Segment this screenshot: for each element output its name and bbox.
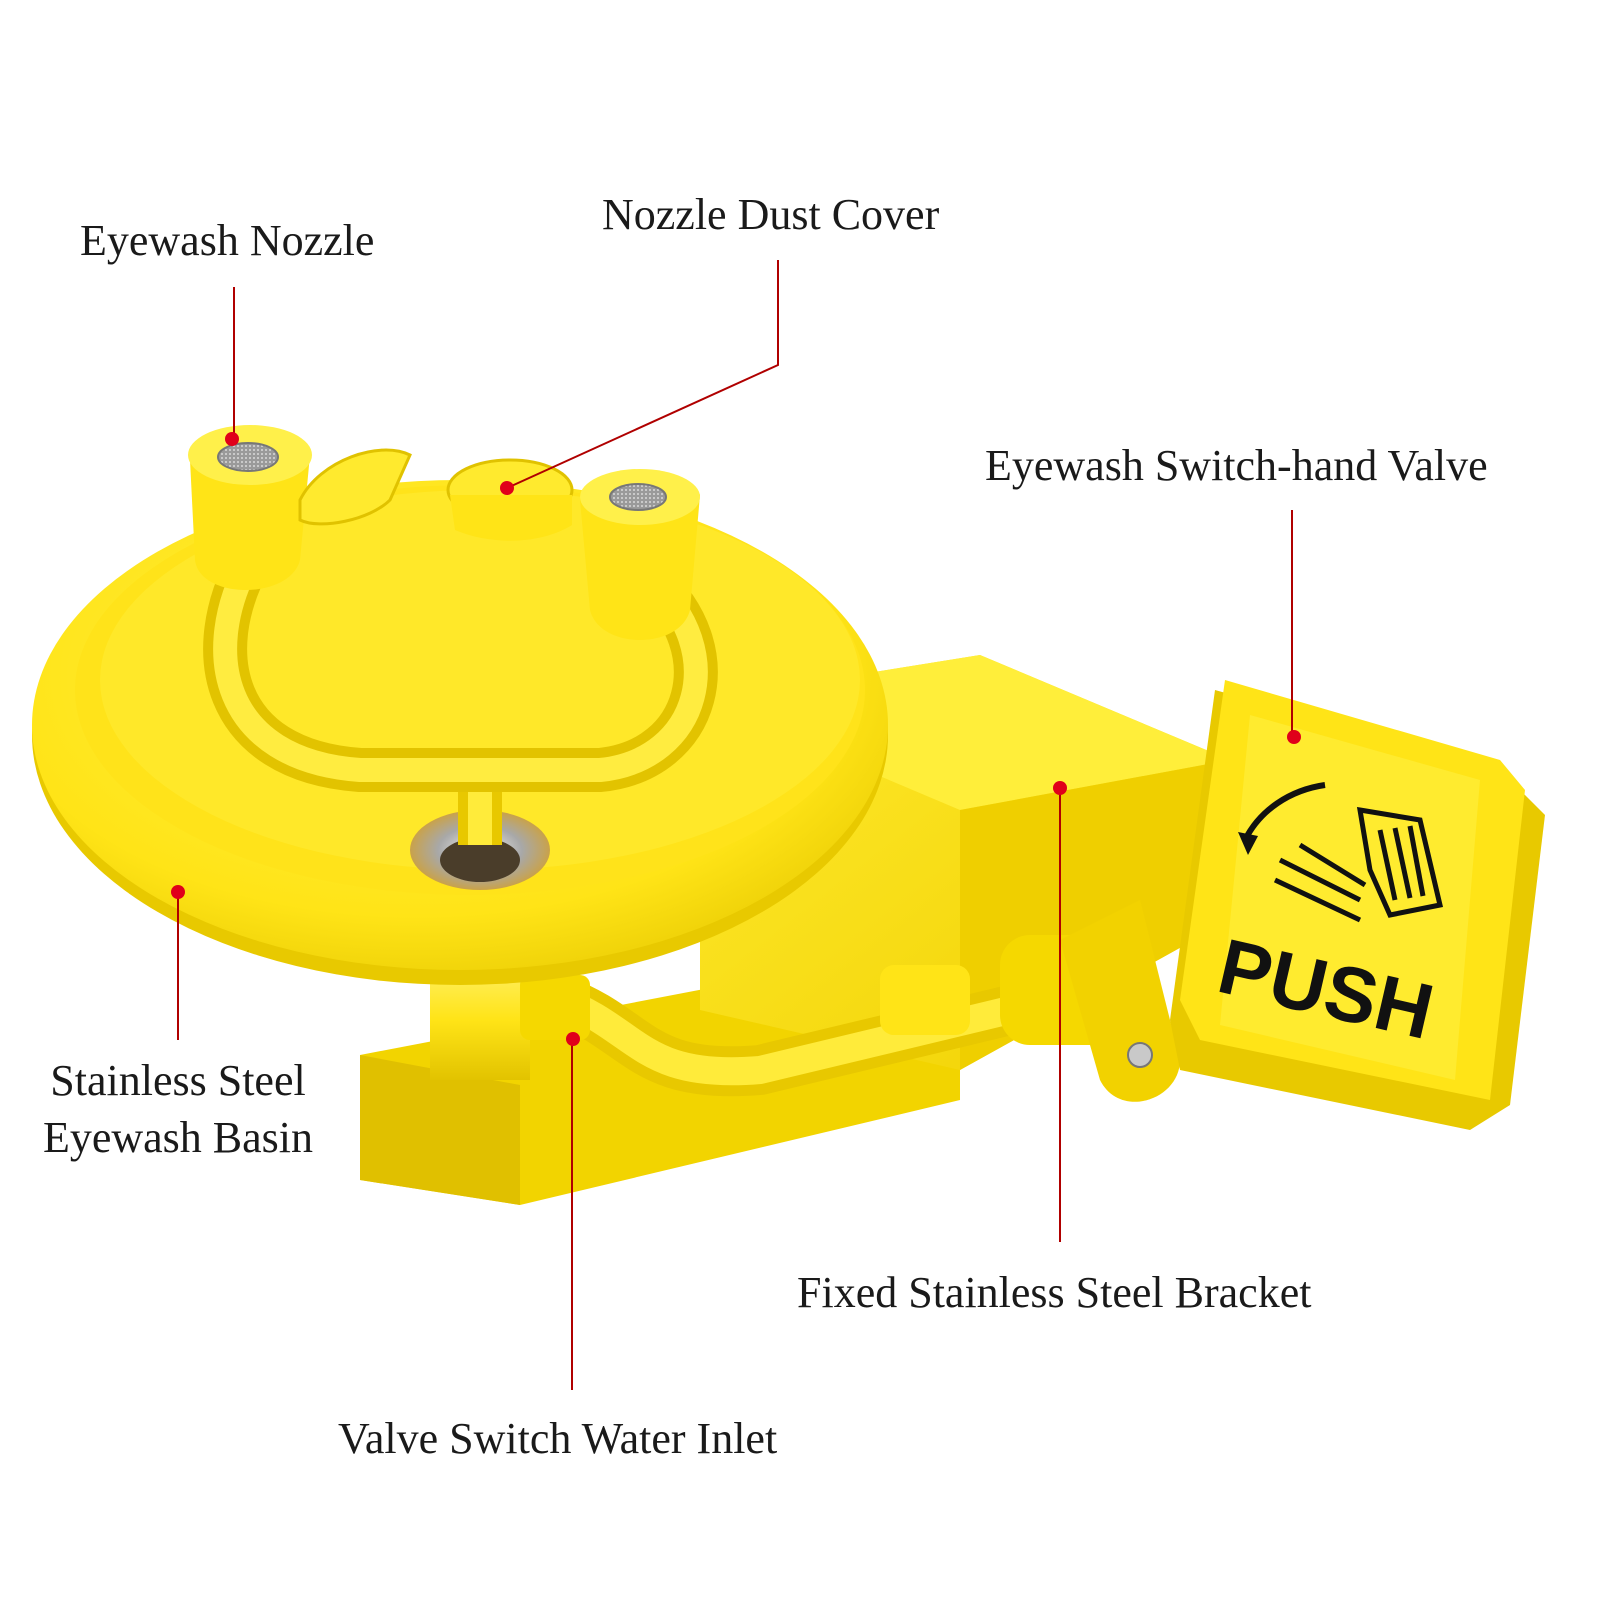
dot-dust-cover: [500, 481, 514, 495]
label-bracket: Fixed Stainless Steel Bracket: [797, 1268, 1312, 1317]
label-eyewash-nozzle: Eyewash Nozzle: [80, 216, 375, 265]
curved-arrow-icon: [1238, 782, 1326, 855]
label-water-inlet: Valve Switch Water Inlet: [338, 1414, 778, 1463]
dot-water-inlet: [566, 1032, 580, 1046]
dot-eyewash-nozzle: [225, 432, 239, 446]
screw-icon: [1127, 1042, 1153, 1068]
drain-fitting: [410, 810, 550, 890]
dot-bracket: [1053, 781, 1067, 795]
dot-basin: [171, 885, 185, 899]
left-dust-cover: [298, 448, 412, 526]
hand-push-icon: [1273, 806, 1444, 923]
label-basin-line1: Stainless Steel: [50, 1056, 306, 1105]
nozzle-mesh-icon: [609, 483, 667, 511]
nozzle-riser: [203, 538, 718, 845]
label-nozzle-dust-cover: Nozzle Dust Cover: [602, 190, 940, 239]
nozzle-mesh-icon: [217, 442, 279, 472]
right-dust-cover: [446, 458, 574, 541]
label-eyewash-basin: Stainless Steel Eyewash Basin: [8, 1052, 348, 1166]
hand-valve-paddle: PUSH: [1060, 680, 1545, 1130]
left-nozzle: [188, 425, 312, 590]
dot-hand-valve: [1287, 730, 1301, 744]
label-switch-hand-valve: Eyewash Switch-hand Valve: [985, 441, 1488, 490]
label-basin-line2: Eyewash Basin: [42, 1113, 314, 1163]
leader-dots: [171, 432, 1301, 1046]
leader-lines: [177, 260, 1293, 1390]
eyewash-basin: [32, 480, 888, 985]
right-nozzle: [580, 469, 700, 640]
leader-dust-cover: [506, 260, 779, 489]
